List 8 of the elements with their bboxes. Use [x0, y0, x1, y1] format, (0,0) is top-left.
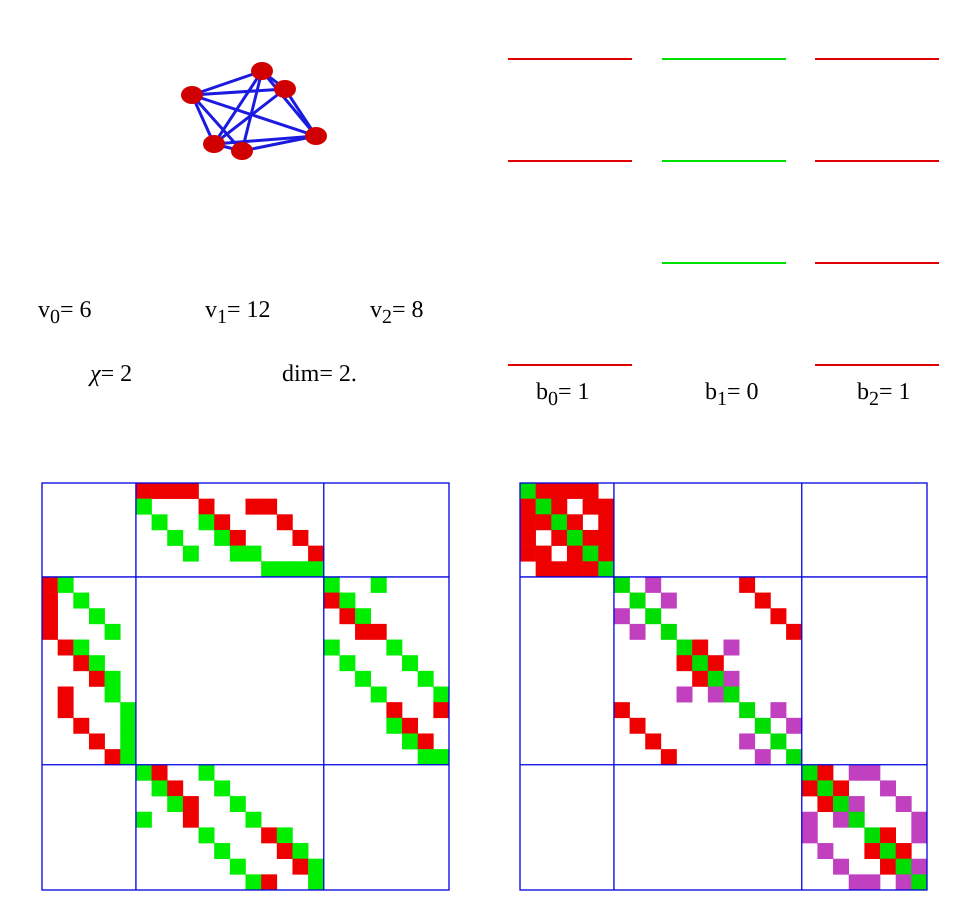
- formula-label: b$_{2}$= 1: [857, 380, 911, 409]
- formula-label: dim= 2.: [282, 362, 357, 386]
- formula-label: b$_{1}$= 0: [705, 380, 759, 409]
- formula-label: χ= 2: [90, 362, 132, 386]
- formula-label: v$_{0}$= 6: [38, 298, 92, 327]
- formula-label: v$_{1}$= 12: [205, 298, 271, 327]
- formula-label: v$_{2}$= 8: [370, 298, 424, 327]
- formula-label: b$_{0}$= 1: [536, 380, 590, 409]
